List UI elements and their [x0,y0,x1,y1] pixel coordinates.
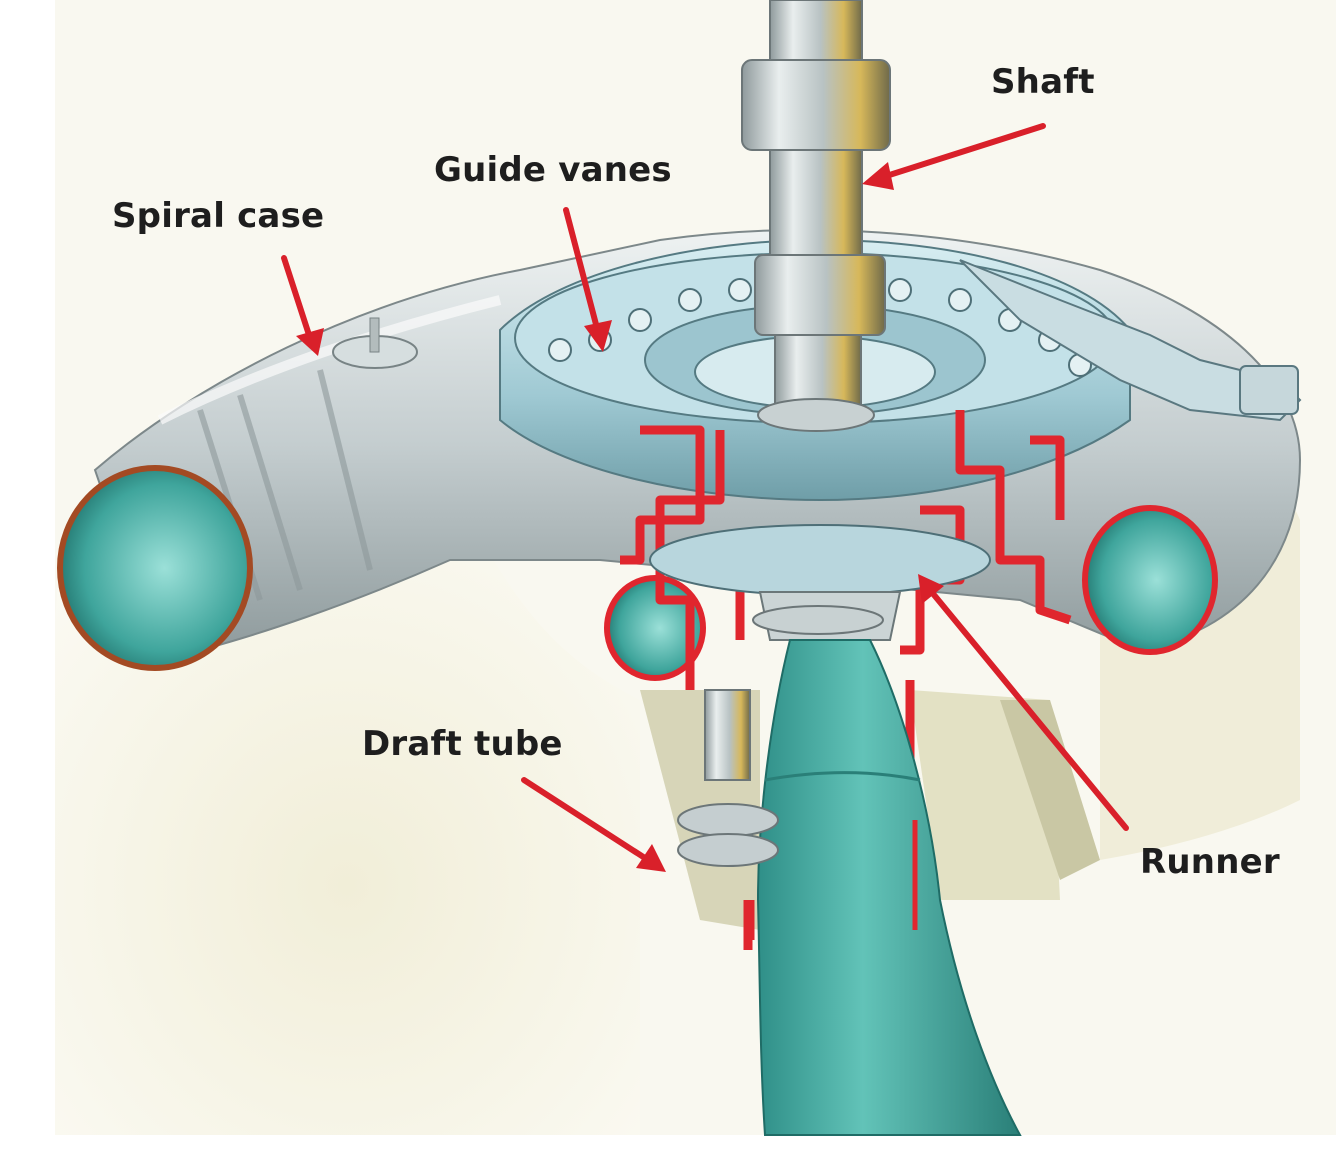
label-guide-vanes: Guide vanes [434,150,672,190]
spiral-case-arrow [281,255,324,356]
draft-tube-arrow [521,777,666,872]
label-spiral-case: Spiral case [112,196,325,236]
label-shaft: Shaft [991,62,1095,102]
label-runner: Runner [1140,842,1280,882]
guide-vanes-arrow [563,207,612,352]
label-draft-tube: Draft tube [362,724,563,764]
runner-arrow [918,574,1129,831]
shaft-arrow [862,123,1046,190]
shaft [741,0,891,635]
draft-tube [677,639,1022,1136]
label-arrows [281,123,1129,872]
